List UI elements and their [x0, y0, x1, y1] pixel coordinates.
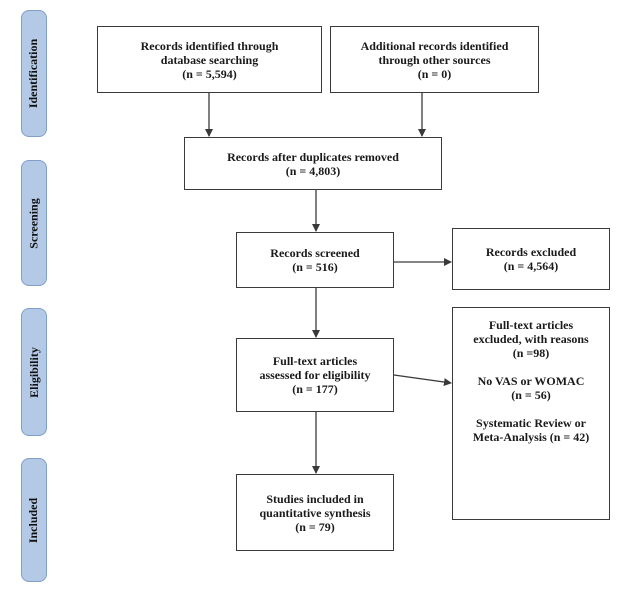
box-other-sources-line-1: Additional records identified: [360, 38, 509, 53]
box-database-search-line-2: database searching: [160, 52, 259, 67]
box-fulltext-assessed-line-3: (n = 177): [292, 382, 338, 396]
box-other-sources-line-3: (n = 0): [417, 66, 452, 81]
box-records-screened-line-1: Records screened: [270, 246, 360, 260]
box-other-sources-line-2: through other sources: [378, 52, 491, 67]
phase-screening-label: Screening: [26, 197, 41, 249]
fulltext-excluded-reason-2-line-2: Meta-Analysis (n = 42): [472, 430, 590, 444]
phase-included: Included: [21, 458, 47, 582]
phase-identification: Identification: [21, 10, 47, 137]
box-records-excluded: Records excluded (n = 4,564): [452, 228, 610, 290]
box-fulltext-assessed: Full-text articles assessed for eligibil…: [236, 338, 394, 412]
box-database-search-line-3: (n = 5,594): [182, 66, 237, 81]
fulltext-excluded-reason-2-line-1: Systematic Review or: [476, 416, 586, 430]
box-fulltext-assessed-line-2: assessed for eligibility: [259, 368, 371, 382]
box-after-duplicates-line-2: (n = 4,803): [285, 163, 341, 178]
box-studies-included-line-1: Studies included in: [266, 491, 364, 506]
fulltext-excluded-reason-1-line-1: No VAS or WOMAC: [477, 374, 585, 388]
box-fulltext-excluded: Full-text articles excluded, with reason…: [452, 307, 610, 520]
box-studies-included: Studies included in quantitative synthes…: [236, 474, 394, 551]
box-fulltext-assessed-line-1: Full-text articles: [272, 354, 358, 368]
box-database-search: Records identified through database sear…: [97, 26, 322, 93]
arrow-assessed-to-fulltext-excluded: [393, 374, 452, 386]
phase-included-label: Included: [26, 497, 41, 543]
phase-identification-label: Identification: [26, 38, 41, 109]
box-records-excluded-line-1: Records excluded: [485, 245, 577, 259]
box-other-sources: Additional records identified through ot…: [330, 26, 539, 93]
fulltext-excluded-reason-1-line-2: (n = 56): [511, 388, 551, 402]
fulltext-excluded-heading-line-1: Full-text articles: [488, 318, 574, 332]
box-records-screened-line-2: (n = 516): [292, 260, 338, 274]
fulltext-excluded-heading-line-2: excluded, with reasons: [473, 332, 589, 346]
fulltext-excluded-heading-line-3: (n =98): [512, 346, 550, 360]
phase-eligibility: Eligibility: [21, 308, 47, 436]
phase-eligibility-label: Eligibility: [26, 346, 41, 398]
box-database-search-line-1: Records identified through: [140, 38, 279, 53]
box-studies-included-line-2: quantitative synthesis: [259, 505, 371, 520]
box-after-duplicates: Records after duplicates removed (n = 4,…: [184, 137, 442, 190]
phase-screening: Screening: [21, 160, 47, 286]
box-records-screened: Records screened (n = 516): [236, 232, 394, 288]
box-records-excluded-line-2: (n = 4,564): [503, 259, 559, 273]
box-after-duplicates-line-1: Records after duplicates removed: [227, 149, 399, 164]
box-studies-included-line-3: (n = 79): [295, 519, 335, 534]
